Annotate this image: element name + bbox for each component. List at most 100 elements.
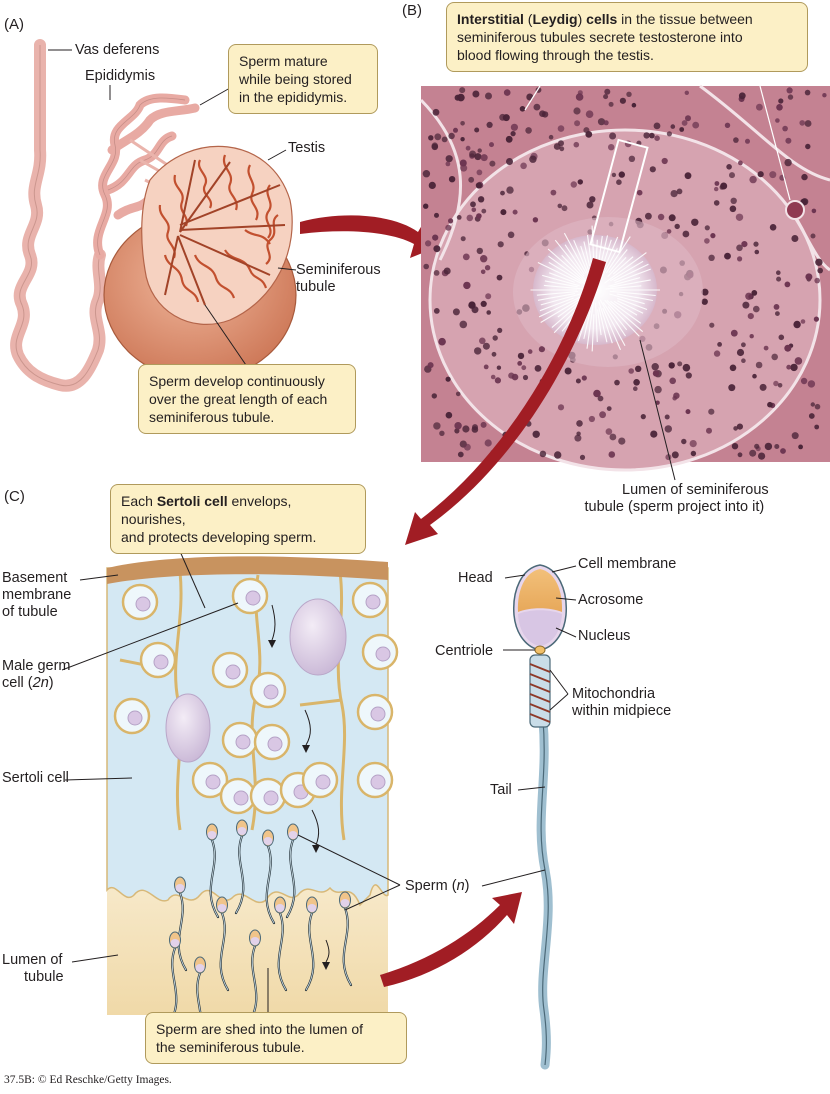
callout-leydig-paren-open: (: [523, 11, 533, 27]
cell-nucleus-dot: [737, 256, 743, 262]
arrow-a-to-b: [300, 215, 440, 258]
cell-nucleus-dot: [681, 120, 688, 126]
cell-nucleus-dot: [682, 363, 691, 372]
cell-nucleus-dot: [674, 223, 680, 230]
cell-nucleus-dot: [738, 160, 743, 166]
cell-nucleus-dot: [557, 404, 565, 411]
panel-b-leaders: [524, 85, 791, 201]
germ-cell: [301, 761, 339, 799]
cell-nucleus-dot: [599, 411, 606, 419]
sperm-tail-strand: [617, 297, 648, 311]
cell-nucleus-dot: [753, 241, 759, 247]
cell-nucleus-dot: [741, 342, 746, 348]
cell-nucleus-dot: [767, 401, 773, 408]
sperm-tail-strand: [547, 248, 586, 282]
cell-nucleus-dot: [741, 241, 748, 248]
cell-nucleus-dot: [539, 450, 547, 458]
germ-cell: [113, 697, 151, 735]
cell-nucleus-dot: [689, 440, 697, 448]
cell-nucleus-dot: [614, 379, 620, 386]
cell-nucleus-dot: [786, 87, 793, 94]
cell-nucleus-dot: [684, 172, 692, 180]
cell-nucleus-dot: [757, 171, 764, 178]
sperm-tail-strand: [606, 299, 644, 333]
panel-c-leaders: [61, 539, 401, 1013]
callout-develop-line-1: Sperm develop continuously: [149, 373, 325, 389]
sperm-tail-strand: [580, 245, 590, 271]
label-nucleus: Nucleus: [578, 628, 631, 644]
cell-nucleus-dot: [448, 132, 455, 140]
cell-nucleus-dot: [505, 135, 513, 143]
cell-nucleus-dot: [749, 449, 757, 457]
cell-nucleus-dot: [690, 450, 697, 457]
cell-nucleus-dot: [747, 313, 754, 320]
sperm-tail-strand: [613, 263, 649, 282]
label-mito-line-2: within midpiece: [572, 703, 672, 719]
cell-nucleus-dot: [510, 131, 516, 137]
cell-nucleus-dot: [651, 363, 659, 371]
cell-nucleus-dot: [464, 443, 471, 451]
cell-nucleus-dot: [474, 153, 482, 161]
cell-nucleus-dot: [422, 170, 431, 178]
cell-nucleus-dot: [710, 233, 716, 239]
cell-nucleus-dot: [586, 201, 594, 209]
cell-nucleus-dot: [608, 144, 615, 151]
cell-nucleus-dot: [606, 406, 612, 411]
cell-nucleus-dot: [805, 273, 813, 281]
cell-nucleus-dot: [574, 434, 582, 442]
callout-leydig-line-3: blood flowing through the testis.: [457, 47, 654, 63]
cell-nucleus-dot: [738, 92, 746, 100]
callout-sertoli-cell: Each Sertoli cell envelops, nourishes, a…: [110, 484, 366, 554]
cell-nucleus-dot: [476, 213, 482, 219]
cell-nucleus-dot: [784, 344, 792, 352]
cell-nucleus-dot: [619, 97, 627, 104]
cell-nucleus-dot: [713, 350, 721, 357]
cell-nucleus-dot: [608, 451, 616, 458]
cell-nucleus-dot: [559, 146, 565, 152]
cell-nucleus-dot: [452, 308, 460, 316]
cell-nucleus-dot: [581, 375, 587, 381]
cell-nucleus-dot: [729, 205, 737, 213]
cell-nucleus-dot: [775, 311, 780, 316]
cell-nucleus-dot: [558, 140, 564, 147]
sperm-tail-strand: [605, 236, 631, 274]
cell-nucleus-dot: [813, 316, 820, 322]
label-sperm-close: ): [464, 878, 470, 894]
sperm-tail-strand: [553, 306, 580, 334]
cell-nucleus-dot: [469, 150, 477, 158]
cell-nucleus-dot: [441, 136, 448, 143]
cell-nucleus-dot: [605, 428, 613, 435]
sperm-tail-strand: [583, 241, 591, 267]
cell-nucleus-dot: [771, 353, 778, 361]
sperm: [234, 819, 248, 915]
label-sperm-haploid: Sperm (n): [405, 878, 470, 895]
cell-nucleus-dot: [480, 154, 488, 162]
cell-nucleus-dot: [701, 288, 709, 296]
callout-sperm-develop: Sperm develop continuously over the grea…: [138, 364, 356, 434]
cell-nucleus-dot: [454, 422, 462, 430]
vas-deferens-duct: [10, 39, 107, 392]
cell-nucleus-dot: [532, 430, 540, 438]
cell-nucleus-dot: [628, 368, 634, 374]
cell-nucleus-dot: [512, 209, 518, 215]
sperm-tail-strand: [537, 262, 582, 284]
cell-nucleus-dot: [423, 263, 430, 270]
cell-nucleus-dot: [671, 451, 679, 459]
cell-nucleus-dot: [668, 362, 675, 369]
sperm-tail-strand: [612, 256, 634, 275]
cell-nucleus-dot: [799, 120, 805, 126]
cell-nucleus-dot: [701, 298, 708, 305]
cell-nucleus-dot: [758, 452, 766, 460]
cell-nucleus-dot: [753, 305, 760, 313]
sperm-tail-strand: [543, 284, 585, 290]
cell-nucleus-dot: [791, 235, 799, 242]
sperm-tail-strand: [595, 302, 598, 343]
cell-nucleus-dot: [532, 217, 539, 223]
cell-nucleus-dot: [575, 93, 584, 101]
cell-nucleus-dot: [728, 384, 736, 392]
sperm-tail-strand: [542, 274, 580, 287]
label-sperm-pre: Sperm (: [405, 878, 457, 894]
cell-nucleus-dot: [490, 374, 496, 380]
sperm-tail-strand: [614, 268, 651, 284]
cell-nucleus-dot: [527, 349, 533, 354]
